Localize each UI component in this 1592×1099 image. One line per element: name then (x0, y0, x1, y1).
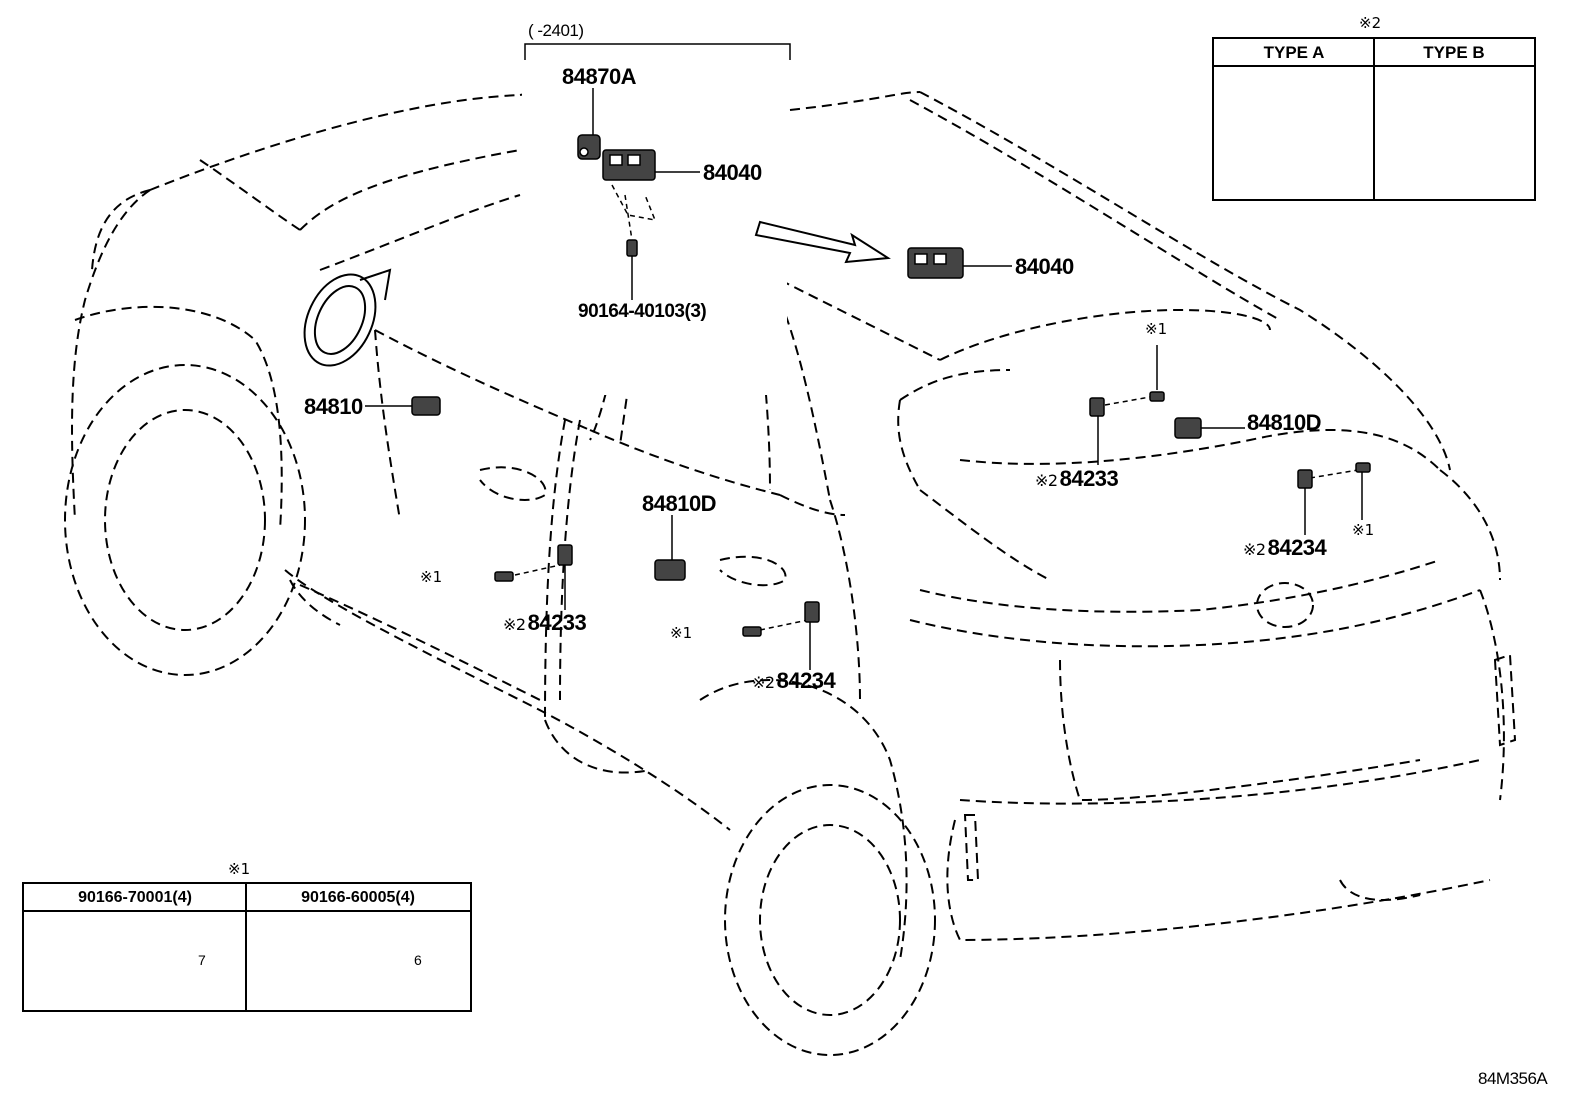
label-84233-right[interactable]: ※284233 (1035, 466, 1119, 491)
part-number: 84233 (1059, 466, 1119, 491)
label-84810d-right[interactable]: 84810D (1247, 410, 1322, 435)
ref2-mark: ※2 (1035, 471, 1058, 490)
type-table: TYPE A TYPE B (1212, 37, 1536, 201)
type-table-divider (1373, 39, 1375, 199)
label-90164[interactable]: 90164-40103(3) (578, 301, 707, 322)
bracket-top (524, 43, 791, 60)
part-glyphs (411, 134, 1371, 637)
part-screw-90164-glyph (626, 239, 638, 257)
dimension-7: 7 (198, 952, 206, 968)
label-84040-top[interactable]: 84040 (703, 160, 762, 185)
part-number: 84234 (776, 668, 836, 693)
part-84233-right-glyph (1089, 397, 1105, 417)
part-84233-left-glyph (557, 544, 573, 566)
ref2-mark: ※2 (752, 673, 775, 692)
screw-col1-header: 90166-70001(4) (24, 884, 246, 912)
type-a-header: TYPE A (1214, 39, 1374, 67)
part-84870a-glyph (577, 134, 601, 160)
screw-table-note: ※1 (228, 860, 251, 878)
leader-lines (365, 88, 1363, 670)
part-84040-right-glyph (907, 247, 964, 279)
part-84810d-mid-glyph (654, 559, 686, 581)
part-84234-mid-glyph (804, 601, 820, 623)
bracket-date-label: ( -2401) (528, 21, 584, 40)
ref1-mark-right-top: ※1 (1145, 320, 1168, 338)
label-84234-mid[interactable]: ※284234 (752, 668, 836, 693)
label-84870a[interactable]: 84870A (562, 64, 637, 89)
label-84810d-mid[interactable]: 84810D (642, 491, 717, 516)
screw-col2-header: 90166-60005(4) (246, 884, 470, 912)
label-84234-right[interactable]: ※284234 (1243, 535, 1327, 560)
part-84234-right-glyph (1297, 469, 1313, 489)
label-84810[interactable]: 84810 (304, 394, 363, 419)
part-number: 84234 (1267, 535, 1327, 560)
label-84040-right[interactable]: 84040 (1015, 254, 1074, 279)
screw-table: 90166-70001(4) 90166-60005(4) (22, 882, 472, 1012)
diagram-code: 84M356A (1478, 1069, 1548, 1088)
inset-mask (522, 55, 787, 395)
ref1-mark-mid: ※1 (670, 624, 693, 642)
part-number: 84233 (527, 610, 587, 635)
type-b-header: TYPE B (1374, 39, 1534, 67)
part-84810-glyph (411, 396, 441, 416)
part-84810d-right-glyph (1174, 417, 1202, 439)
dimension-6: 6 (414, 952, 422, 968)
screw-table-divider (245, 884, 247, 1010)
ref1-mark-left: ※1 (420, 568, 443, 586)
ref2-mark: ※2 (503, 615, 526, 634)
label-84233-left[interactable]: ※284233 (503, 610, 587, 635)
part-84040-top-glyph (602, 149, 656, 181)
type-table-note: ※2 (1359, 14, 1382, 32)
ref2-mark: ※2 (1243, 540, 1266, 559)
arrow-indicator (754, 220, 891, 264)
screw-ref1-glyphs (494, 391, 1371, 637)
side-mirror (303, 268, 392, 367)
dashed-leaders (514, 184, 1359, 631)
ref1-mark-right: ※1 (1352, 521, 1375, 539)
